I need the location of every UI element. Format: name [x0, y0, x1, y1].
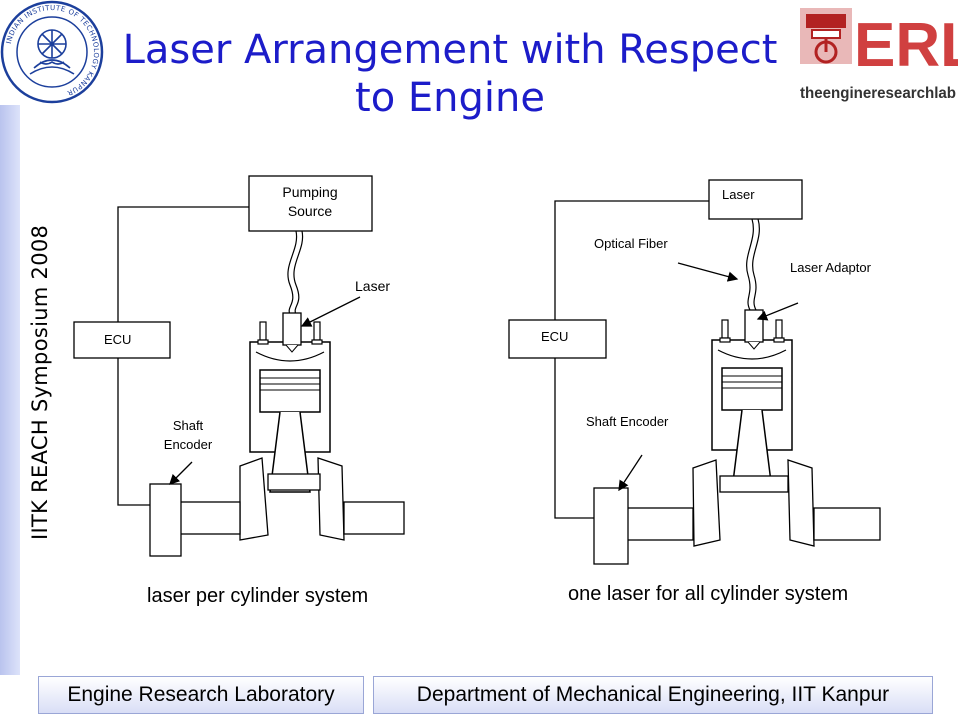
footer-lab-name: Engine Research Laboratory: [38, 676, 364, 714]
left-diagram: Pumping Source ECU Laser Shaft Encoder: [73, 175, 405, 557]
shaft-encoder-left: [149, 483, 182, 557]
right-diagram: Laser ECU Optical Fiber Laser Adaptor Sh…: [508, 179, 881, 565]
iitk-logo: INDIAN INSTITUTE OF TECHNOLOGY KANPUR: [0, 0, 104, 104]
slide-title: Laser Arrangement with Respect to Engine: [110, 26, 790, 122]
optical-fiber-label: Optical Fiber: [594, 236, 668, 251]
laser-box-right: [708, 179, 803, 220]
lotus-emblem-icon: [29, 29, 75, 75]
pumping-source-box: [248, 175, 373, 232]
engine-cutaway-icon: [800, 8, 852, 64]
laser-adaptor-label: Laser Adaptor: [790, 260, 872, 275]
pumping-source-label-2: Source: [288, 203, 333, 219]
ecu-box-right: [508, 319, 607, 359]
shaft-encoder-label-right: Shaft Encoder: [586, 414, 669, 429]
erl-logo: ERL theengineresearchlab: [800, 8, 958, 102]
laser-label-left: Laser: [355, 278, 390, 294]
ecu-label-right: ECU: [541, 329, 568, 344]
title-line-2: to Engine: [355, 75, 545, 121]
title-line-1: Laser Arrangement with Respect: [122, 27, 778, 73]
laser-label-right: Laser: [722, 187, 755, 202]
shaft-encoder-label-left-2: Encoder: [164, 437, 213, 452]
ecu-box-left: [73, 321, 171, 359]
ecu-label-left: ECU: [104, 332, 131, 347]
shaft-encoder-right: [593, 487, 629, 565]
shaft-encoder-label-left-1: Shaft: [173, 418, 204, 433]
erl-letters: ERL: [854, 11, 958, 80]
right-caption: one laser for all cylinder system: [568, 583, 849, 605]
erl-tagline: theengineresearchlab: [800, 85, 956, 102]
pumping-source-label-1: Pumping: [282, 184, 337, 200]
footer-department: Department of Mechanical Engineering, II…: [373, 676, 933, 714]
left-caption: laser per cylinder system: [147, 585, 369, 607]
side-band: [0, 105, 20, 675]
